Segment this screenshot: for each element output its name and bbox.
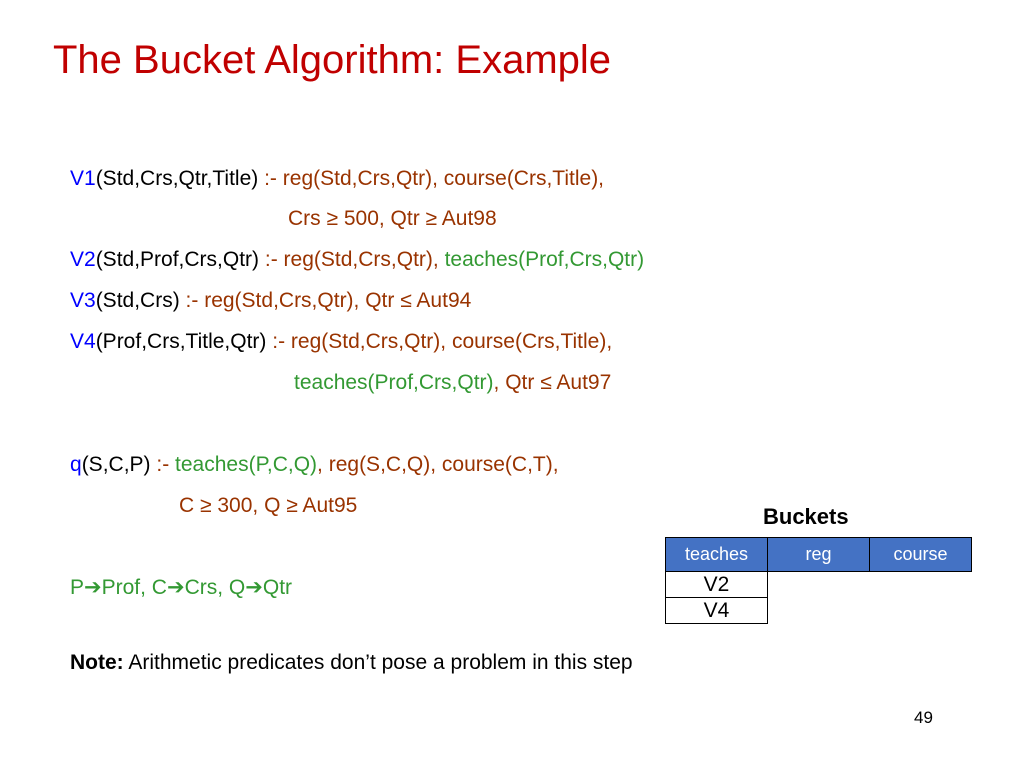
query-sep: :- bbox=[156, 453, 176, 476]
view-body: reg(Std,Crs,Qtr), course(Crs,Title), bbox=[282, 167, 605, 190]
view-constraint: , Qtr ≤ Aut97 bbox=[493, 371, 612, 394]
view-v1-line: V1(Std,Crs,Qtr,Title) :- reg(Std,Crs,Qtr… bbox=[70, 166, 604, 192]
buckets-title: Buckets bbox=[763, 504, 849, 529]
note-text: Arithmetic predicates don’t pose a probl… bbox=[123, 651, 633, 674]
bucket-cell: V4 bbox=[665, 597, 768, 624]
arrow-right-icon: ➔ bbox=[166, 576, 185, 599]
view-head: (Std,Crs,Qtr,Title) bbox=[95, 167, 265, 190]
view-body: reg(Std,Crs,Qtr), Qtr ≤ Aut94 bbox=[204, 289, 472, 312]
slide-title: The Bucket Algorithm: Example bbox=[53, 38, 612, 82]
view-body: reg(Std,Crs,Qtr), bbox=[283, 248, 445, 271]
note-label: Note: bbox=[70, 651, 124, 674]
view-v2-line: V2(Std,Prof,Crs,Qtr) :- reg(Std,Crs,Qtr)… bbox=[70, 247, 644, 273]
view-sep: :- bbox=[264, 248, 284, 271]
view-sep: :- bbox=[264, 167, 283, 190]
view-v4-line: V4(Prof,Crs,Title,Qtr) :- reg(Std,Crs,Qt… bbox=[70, 329, 612, 355]
mapping-crs: Crs, Q bbox=[184, 576, 246, 599]
view-name: V3 bbox=[70, 289, 96, 312]
arrow-right-icon: ➔ bbox=[245, 576, 263, 599]
view-sep: :- bbox=[272, 330, 291, 353]
mapping-p: P bbox=[70, 576, 85, 599]
view-head: (Prof,Crs,Title,Qtr) bbox=[95, 330, 273, 353]
query-constraints: C ≥ 300, Q ≥ Aut95 bbox=[179, 494, 358, 517]
view-name: V4 bbox=[70, 330, 96, 353]
buckets-header: teaches reg course bbox=[665, 537, 972, 572]
view-sep: :- bbox=[185, 289, 205, 312]
query-head: (S,C,P) bbox=[81, 453, 157, 476]
bucket-header-teaches: teaches bbox=[665, 537, 768, 572]
view-v4-continuation: teaches(Prof,Crs,Qtr), Qtr ≤ Aut97 bbox=[294, 370, 611, 396]
bucket-teaches-cells: V2 V4 bbox=[665, 571, 768, 624]
mapping-prof: Prof, C bbox=[101, 576, 167, 599]
mapping-qtr: Qtr bbox=[262, 576, 293, 599]
query-body-rest: , reg(S,C,Q), course(C,T), bbox=[317, 453, 559, 476]
view-head: (Std,Crs) bbox=[95, 289, 186, 312]
view-head: (Std,Prof,Crs,Qtr) bbox=[95, 248, 265, 271]
view-name: V1 bbox=[70, 167, 96, 190]
variable-mapping: P➔Prof, C➔Crs, Q➔Qtr bbox=[70, 575, 292, 601]
arrow-right-icon: ➔ bbox=[84, 576, 102, 599]
view-body-teaches: teaches(Prof,Crs,Qtr) bbox=[294, 371, 494, 394]
bucket-header-course: course bbox=[869, 537, 972, 572]
query-line: q(S,C,P) :- teaches(P,C,Q), reg(S,C,Q), … bbox=[70, 452, 559, 478]
view-v1-constraints: Crs ≥ 500, Qtr ≥ Aut98 bbox=[288, 207, 497, 230]
bucket-header-reg: reg bbox=[767, 537, 870, 572]
view-body: reg(Std,Crs,Qtr), course(Crs,Title), bbox=[290, 330, 613, 353]
view-v3-line: V3(Std,Crs) :- reg(Std,Crs,Qtr), Qtr ≤ A… bbox=[70, 288, 471, 314]
query-body-teaches: teaches(P,C,Q) bbox=[175, 453, 318, 476]
view-name: V2 bbox=[70, 248, 96, 271]
bucket-cell: V2 bbox=[665, 571, 768, 598]
view-body-teaches: teaches(Prof,Crs,Qtr) bbox=[444, 248, 645, 271]
note-line: Note: Arithmetic predicates don’t pose a… bbox=[70, 650, 633, 676]
query-name: q bbox=[70, 453, 82, 476]
page-number: 49 bbox=[914, 708, 933, 727]
